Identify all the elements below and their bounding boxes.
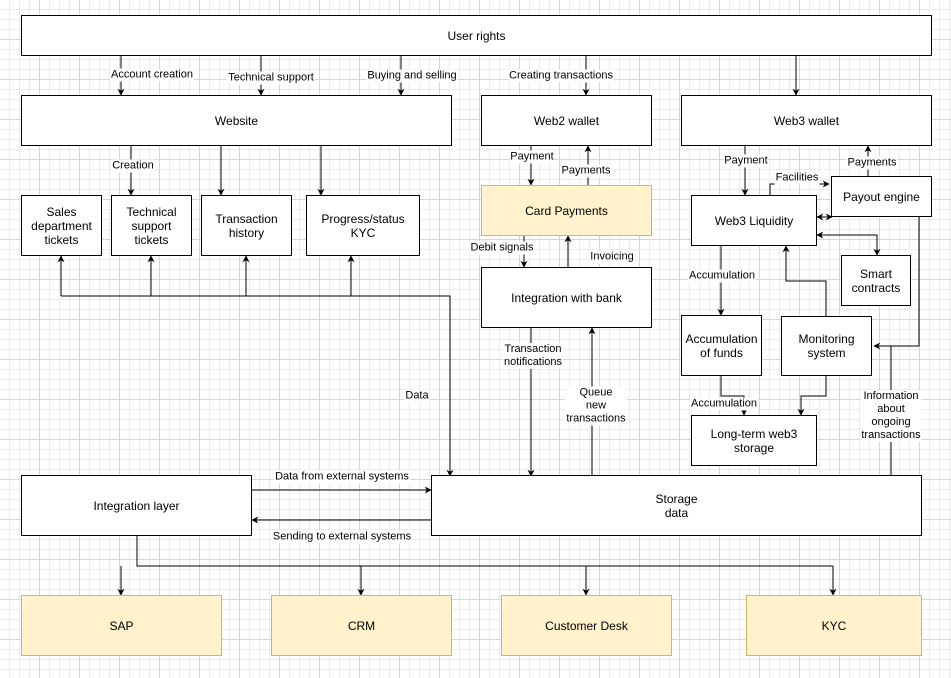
label-account-creation: Account creation — [110, 68, 194, 82]
label-queue-tx: Queue new transactions — [565, 386, 627, 426]
node-payout-engine[interactable]: Payout engine — [831, 176, 932, 217]
edge-monitor-payout — [891, 196, 923, 347]
label-accumulation-1: Accumulation — [687, 269, 757, 283]
node-longterm-storage[interactable]: Long-term web3 storage — [691, 415, 817, 466]
label-technical-support: Technical support — [227, 71, 315, 85]
edge-liquidity-smart — [816, 231, 881, 256]
node-web3-liquidity[interactable]: Web3 Liquidity — [691, 195, 817, 246]
node-monitoring[interactable]: Monitoring system — [781, 316, 872, 376]
label-data-from-external: Data from external systems — [274, 470, 410, 484]
node-card-payments[interactable]: Card Payments — [481, 185, 652, 236]
label-debit-signals: Debit signals — [469, 241, 535, 255]
node-progress-kyc[interactable]: Progress/status KYC — [306, 195, 420, 256]
node-integration-layer[interactable]: Integration layer — [21, 475, 252, 536]
node-kyc[interactable]: KYC — [746, 595, 922, 656]
node-crm[interactable]: CRM — [271, 595, 452, 656]
node-accumulation-funds[interactable]: Accumulation of funds — [681, 315, 762, 376]
edge-integration-bus — [136, 536, 833, 567]
label-buying-selling: Buying and selling — [366, 69, 458, 83]
label-payment-web2: Payment — [509, 150, 555, 164]
label-creation: Creation — [111, 159, 155, 173]
label-tx-notifications: Transaction notifications — [502, 343, 564, 369]
label-payments-web2: Payments — [560, 164, 612, 178]
label-payments-web3: Payments — [846, 156, 898, 170]
label-accumulation-2: Accumulation — [689, 397, 759, 411]
node-sap[interactable]: SAP — [21, 595, 222, 656]
label-data: Data — [404, 389, 430, 403]
label-payment-web3: Payment — [723, 154, 769, 168]
edge-facilities — [769, 180, 830, 195]
node-bank-integration[interactable]: Integration with bank — [481, 267, 652, 328]
node-tech-tickets[interactable]: Technical support tickets — [111, 195, 192, 256]
node-web3-wallet[interactable]: Web3 wallet — [681, 95, 932, 146]
edge-data-bus — [61, 295, 454, 477]
edge-monitoring-storage — [797, 376, 827, 416]
node-web2-wallet[interactable]: Web2 wallet — [481, 95, 652, 146]
label-facilities: Facilities — [774, 171, 820, 185]
label-sending-to-external: Sending to external systems — [271, 530, 413, 544]
node-customer-desk[interactable]: Customer Desk — [501, 595, 672, 656]
node-tx-history[interactable]: Transaction history — [201, 195, 292, 256]
label-info-ongoing: Information about ongoing transactions — [860, 390, 922, 442]
node-smart-contracts[interactable]: Smart contracts — [841, 255, 911, 306]
node-website[interactable]: Website — [21, 95, 452, 146]
edge-monitoring-liquidity — [782, 245, 827, 316]
label-invoicing: Invoicing — [589, 250, 635, 264]
node-storage[interactable]: Storage data — [431, 475, 922, 536]
label-creating-transactions: Creating transactions — [508, 69, 614, 83]
node-sales-tickets[interactable]: Sales department tickets — [21, 195, 102, 256]
node-user-rights[interactable]: User rights — [21, 15, 932, 56]
